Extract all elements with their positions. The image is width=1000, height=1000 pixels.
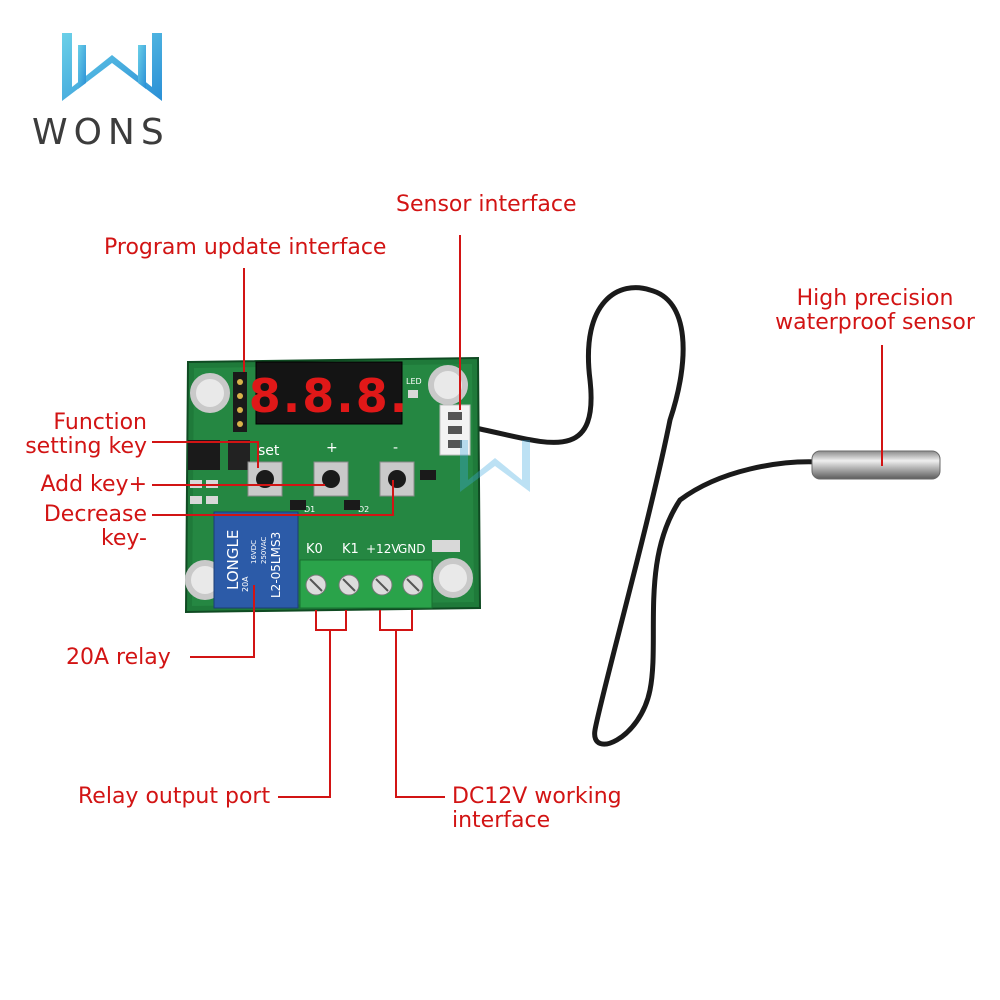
program-header xyxy=(233,372,247,432)
led-label: LED xyxy=(406,377,422,386)
led-indicator xyxy=(408,390,418,398)
terminal-label-k1: K1 xyxy=(342,542,359,557)
terminal-label-12v: +12V xyxy=(366,542,400,556)
label-decrease-key-line1: Decrease xyxy=(43,502,147,527)
d2-label: D2 xyxy=(358,505,369,514)
relay-brand: LONGLE xyxy=(224,530,242,590)
label-decrease-key-line2: key- xyxy=(100,526,147,551)
label-dc12v-line1: DC12V working xyxy=(452,784,622,809)
label-decrease-key: Decrease key- xyxy=(20,503,147,551)
screw-terminal-block xyxy=(299,559,433,609)
add-key xyxy=(313,461,349,497)
relay-rating: 20A xyxy=(241,576,250,592)
sensor-connector xyxy=(439,404,471,456)
label-add-key: Add key+ xyxy=(40,472,147,497)
label-dc12v: DC12V working interface xyxy=(452,785,622,833)
label-high-precision-line2: waterproof sensor xyxy=(775,310,975,335)
set-key xyxy=(247,461,283,497)
relay-model: L2-05LMS3 xyxy=(269,532,283,598)
sensor-cable xyxy=(467,285,823,747)
label-sensor-interface: Sensor interface xyxy=(396,192,577,217)
display-digits: 8.8.8. xyxy=(249,369,409,423)
label-high-precision: High precision waterproof sensor xyxy=(770,287,980,335)
relay-spec-1: 16VDC xyxy=(250,540,258,564)
steel-probe xyxy=(811,450,941,480)
label-function-setting: Function setting key xyxy=(20,411,147,459)
label-function-setting-line1: Function xyxy=(53,410,147,435)
label-program-update: Program update interface xyxy=(104,235,387,260)
d1-label: D1 xyxy=(304,505,315,514)
watermark xyxy=(460,440,530,492)
label-20a-relay: 20A relay xyxy=(66,645,171,670)
mcu-chip xyxy=(188,440,220,470)
label-relay-output: Relay output port xyxy=(78,784,271,809)
minus-label: - xyxy=(393,440,398,456)
label-high-precision-line1: High precision xyxy=(796,286,954,311)
plus-label: + xyxy=(326,440,338,456)
relay-spec-2: 250VAC xyxy=(260,537,268,564)
brand-name: WONS xyxy=(32,112,170,153)
set-label: set xyxy=(258,443,280,459)
decrease-key xyxy=(379,461,415,497)
driver-chip xyxy=(228,440,250,470)
terminal-label-gnd: GND xyxy=(398,542,426,556)
terminal-label-k0: K0 xyxy=(306,542,323,557)
label-dc12v-line2: interface xyxy=(452,808,551,833)
label-function-setting-line2: setting key xyxy=(25,434,147,459)
leader-lines xyxy=(152,235,883,798)
relay: LONGLE 20A 16VDC 250VAC L2-05LMS3 xyxy=(213,511,299,609)
wons-logo-icon xyxy=(62,33,162,101)
seven-segment-display: 8.8.8. xyxy=(249,361,409,425)
